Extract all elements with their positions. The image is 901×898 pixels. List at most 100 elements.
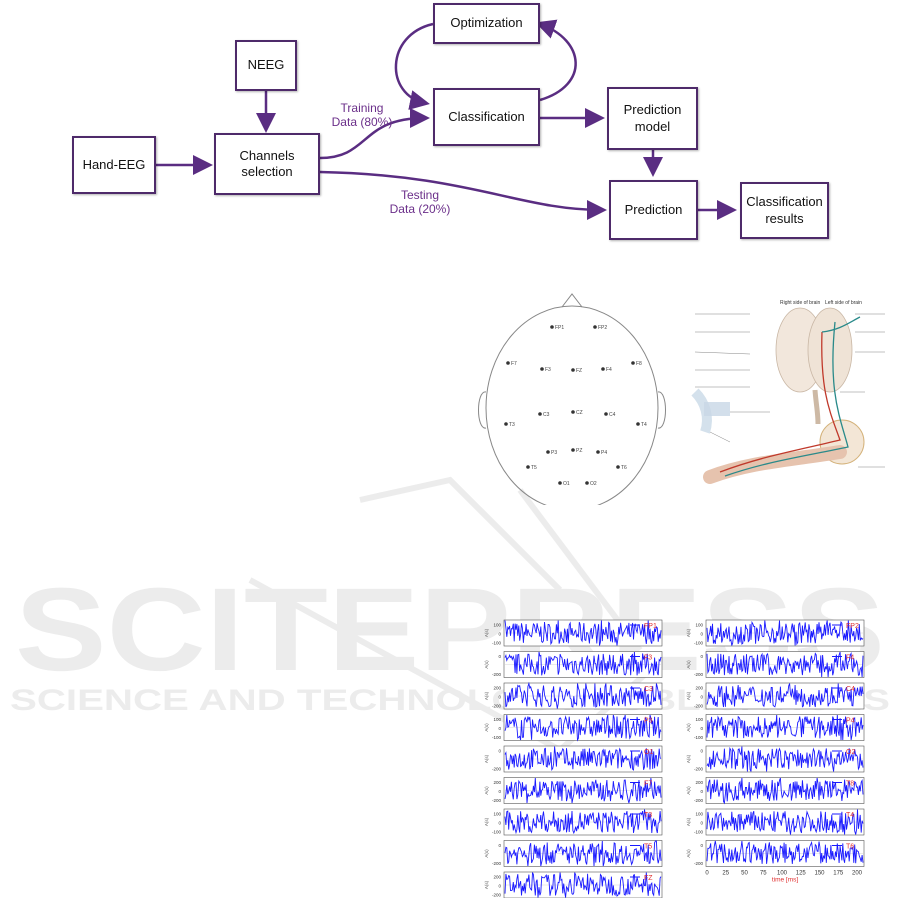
eeg-signal-trace <box>706 746 864 772</box>
classification-label: Classification <box>448 108 525 124</box>
electrode-dot <box>593 325 597 329</box>
electrode-dot <box>616 465 620 469</box>
eeg-ytick-label: 100 <box>695 623 703 628</box>
eeg-ytick-label: -200 <box>492 704 502 709</box>
electrode-dot <box>571 410 575 414</box>
electrode-c3: C3 <box>538 412 550 418</box>
eeg-ytick-label: -200 <box>492 672 502 677</box>
electrode-dot <box>596 450 600 454</box>
electrode-label: FP2 <box>598 325 607 331</box>
prediction-label: Prediction <box>624 201 683 217</box>
eeg-signal-trace <box>504 872 662 898</box>
eeg-panel-o2: O2A(s)0-200 <box>686 745 865 773</box>
electrode-label: C3 <box>543 412 550 418</box>
eeg-signal-trace <box>504 714 662 742</box>
neeg-label: NEEG <box>247 57 285 73</box>
eeg-channel-label: F4 <box>846 655 854 662</box>
electrode-dot <box>550 325 554 329</box>
arrow-optimization-to-classification <box>394 22 434 110</box>
electrode-f4: F4 <box>601 367 612 373</box>
electrode-dot <box>538 412 542 416</box>
eeg-signal-trace <box>504 777 662 804</box>
eeg-signal-trace <box>504 809 662 835</box>
eeg-panel-f4: F4A(s)0-200 <box>686 651 865 678</box>
eeg-ytick-label: 100 <box>493 623 501 628</box>
eeg-ytick-label: -200 <box>694 704 704 709</box>
eeg-panel-t5: T5A(s)0-200 <box>484 840 663 867</box>
eeg-ylabel: A(s) <box>484 754 489 763</box>
eeg-ytick-label: 100 <box>695 717 703 722</box>
nose-shape <box>561 293 583 308</box>
eeg-signal-trace <box>706 840 864 864</box>
electrode-dot <box>546 450 550 454</box>
electrode-f8: F8 <box>631 361 642 367</box>
eeg-ytick-label: -200 <box>694 672 704 677</box>
eeg-channel-label: C4 <box>846 686 855 693</box>
eeg-xtick-label: 75 <box>760 871 767 877</box>
eeg-ytick-label: -200 <box>492 798 502 803</box>
flowchart: Hand-EEG NEEG Channels selection Optimiz… <box>0 0 901 260</box>
electrode-dot <box>585 481 589 485</box>
eeg-ytick-label: 100 <box>695 812 703 817</box>
eeg-ylabel: A(s) <box>484 628 489 637</box>
eeg-ylabel: A(s) <box>686 849 691 858</box>
prediction-model-box: Prediction model <box>607 87 698 150</box>
eeg-ytick-label: 0 <box>498 821 501 826</box>
electrode-label: O1 <box>563 481 570 487</box>
electrode-label: F7 <box>511 361 517 367</box>
eeg-ylabel: A(s) <box>484 849 489 858</box>
electrode-dot <box>601 367 605 371</box>
eeg-ytick-label: 0 <box>700 749 703 754</box>
eeg-channel-label: T6 <box>846 844 854 851</box>
arrow-channels-to-classification <box>319 108 430 160</box>
nerve-pathways <box>719 316 861 477</box>
eeg-ytick-label: -100 <box>694 830 704 835</box>
eeg-xtick-label: 25 <box>722 871 729 877</box>
electrode-f7: F7 <box>506 361 517 367</box>
eeg-ytick-label: -200 <box>694 861 704 866</box>
eeg-ytick-label: -200 <box>492 861 502 866</box>
eeg-ytick-label: 200 <box>695 686 703 691</box>
eeg-xtick-label: 0 <box>705 871 709 877</box>
brain-drawing <box>691 307 865 484</box>
electrode-label: C4 <box>609 412 616 418</box>
eeg-ytick-label: 100 <box>493 717 501 722</box>
eeg-ytick-label: 200 <box>493 780 501 785</box>
eeg-xtick-label: 125 <box>796 871 807 877</box>
electrode-dot <box>571 368 575 372</box>
eeg-xlabel: time [ms] <box>772 877 799 884</box>
electrode-label: PZ <box>576 448 582 454</box>
eeg-signal-trace <box>706 683 864 708</box>
eeg-ylabel: A(s) <box>686 786 691 795</box>
eeg-channel-label: T8 <box>846 781 854 788</box>
electrode-dot <box>636 422 640 426</box>
eeg-ytick-label: 200 <box>493 686 501 691</box>
eeg-channel-label: FP2 <box>846 623 859 630</box>
eeg-signal-trace <box>706 809 864 835</box>
classification-box: Classification <box>433 88 540 146</box>
eeg-ylabel: A(s) <box>686 817 691 826</box>
eeg-xtick-label: 175 <box>833 871 844 877</box>
eeg-ytick-label: 0 <box>498 749 501 754</box>
eeg-signal-trace <box>504 651 662 676</box>
electrode-p3: P3 <box>546 450 557 456</box>
electrode-t4: T4 <box>636 422 647 428</box>
eeg-ytick-label: 200 <box>493 875 501 880</box>
electrode-label: F4 <box>606 367 612 373</box>
eeg-channel-label: FZ <box>644 875 653 882</box>
optimization-label: Optimization <box>450 15 523 31</box>
eeg-xtick-label: 50 <box>741 871 748 877</box>
testing-data-label: Testing Data (20%) <box>389 188 451 217</box>
eeg-panel-o1: O1A(s)0-200 <box>484 745 663 773</box>
eeg-ytick-label: 0 <box>700 632 703 637</box>
left-ear <box>478 391 487 429</box>
electrode-fp2: FP2 <box>593 325 607 331</box>
electrode-f3: F3 <box>540 367 551 373</box>
